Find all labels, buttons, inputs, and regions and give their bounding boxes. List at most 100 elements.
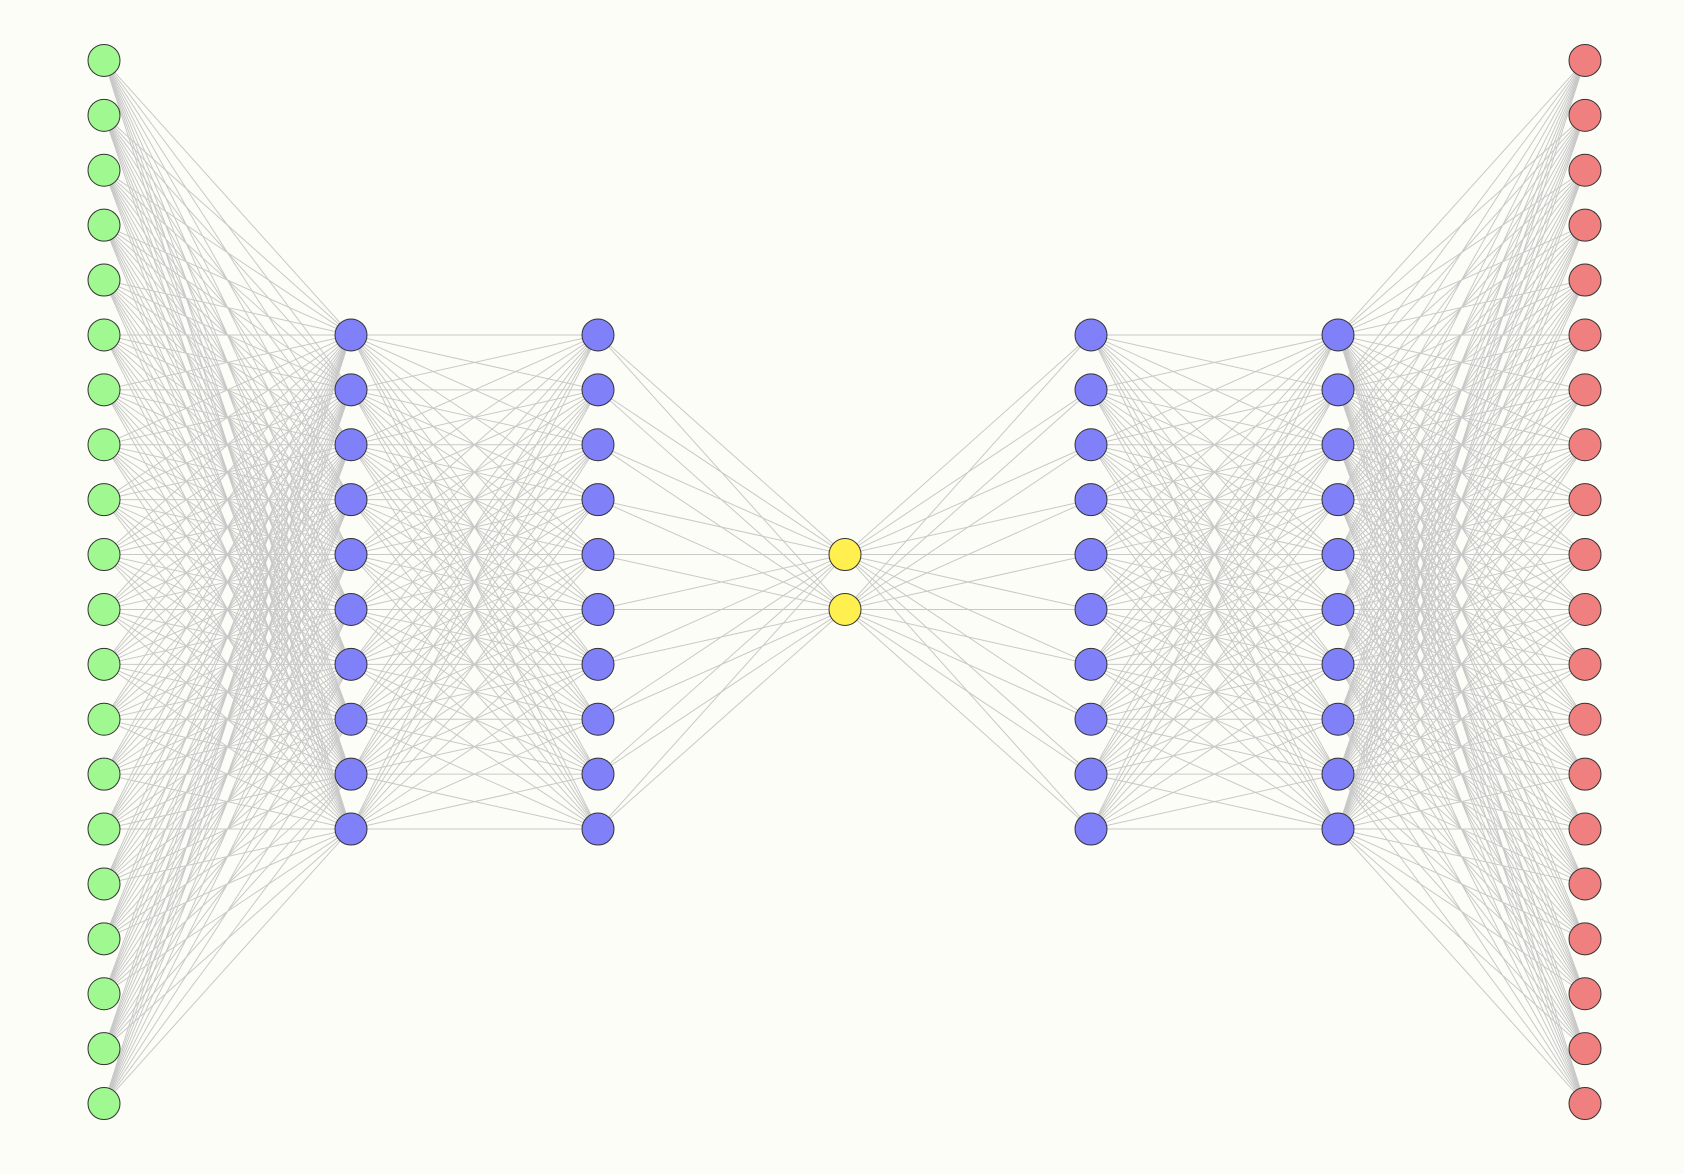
edge-l3-n1-to-l4-n3	[844, 499, 1092, 610]
edge-l3-n1-to-l4-n0	[844, 334, 1092, 610]
edge-l4-n3-to-l5-n0	[1090, 334, 1339, 501]
edge-l0-n19-to-l1-n5	[103, 609, 352, 1104]
edge-l0-n9-to-l1-n0	[103, 334, 352, 555]
hidden-node-layer5-4	[1321, 538, 1355, 572]
edge-l0-n2-to-l1-n0	[103, 169, 352, 336]
hidden-node-layer4-0	[1074, 318, 1108, 352]
edge-l0-n6-to-l1-n0	[103, 334, 352, 391]
edge-l0-n13-to-l1-n0	[103, 334, 352, 775]
edge-l5-n8-to-l6-n0	[1337, 60, 1586, 775]
output-node-layer6-1	[1568, 98, 1602, 132]
edge-l4-n9-to-l5-n4	[1090, 554, 1339, 830]
edge-l3-n1-to-l4-n8	[844, 609, 1092, 775]
edge-l4-n7-to-l5-n0	[1090, 334, 1339, 720]
edge-l4-n9-to-l5-n8	[1090, 773, 1339, 830]
input-node-layer0-1	[87, 98, 121, 132]
input-node-layer0-9	[87, 538, 121, 572]
edge-l0-n19-to-l1-n8	[103, 773, 352, 1104]
edge-l0-n8-to-l1-n0	[103, 334, 352, 501]
edge-l1-n9-to-l2-n2	[350, 444, 599, 830]
input-node-layer0-3	[87, 208, 121, 242]
input-node-layer0-16	[87, 922, 121, 956]
hidden-node-layer1-9	[334, 812, 368, 846]
edge-l3-n1-to-l4-n9	[844, 609, 1092, 830]
latent-node-layer3-0	[828, 538, 862, 572]
hidden-node-layer2-7	[581, 702, 615, 736]
edge-l3-n1-to-l4-n7	[844, 608, 1092, 720]
edge-l5-n9-to-l6-n3	[1337, 224, 1586, 830]
input-node-layer0-17	[87, 977, 121, 1011]
hidden-node-layer4-3	[1074, 483, 1108, 517]
input-node-layer0-2	[87, 153, 121, 187]
edge-l4-n8-to-l5-n0	[1090, 334, 1339, 775]
hidden-node-layer4-6	[1074, 647, 1108, 681]
hidden-node-layer2-1	[581, 373, 615, 407]
hidden-node-layer4-1	[1074, 373, 1108, 407]
edge-l0-n19-to-l1-n9	[103, 828, 352, 1104]
edge-l5-n9-to-l6-n7	[1337, 444, 1586, 830]
edge-l4-n4-to-l5-n0	[1090, 334, 1339, 555]
edge-l1-n9-to-l2-n6	[350, 663, 599, 830]
edge-l4-n9-to-l5-n6	[1090, 663, 1339, 830]
edge-l5-n5-to-l6-n0	[1337, 60, 1586, 610]
hidden-node-layer5-0	[1321, 318, 1355, 352]
input-node-layer0-14	[87, 812, 121, 846]
edge-l5-n9-to-l6-n5	[1337, 334, 1586, 830]
input-node-layer0-13	[87, 757, 121, 791]
edge-l0-n14-to-l1-n0	[103, 334, 352, 830]
hidden-node-layer4-5	[1074, 592, 1108, 626]
output-node-layer6-15	[1568, 867, 1602, 901]
hidden-node-layer5-2	[1321, 428, 1355, 462]
edge-l4-n9-to-l5-n2	[1090, 444, 1339, 830]
output-node-layer6-6	[1568, 373, 1602, 407]
hidden-node-layer2-9	[581, 812, 615, 846]
hidden-node-layer1-1	[334, 373, 368, 407]
neuron-nodes	[87, 43, 1602, 1121]
hidden-node-layer1-6	[334, 647, 368, 681]
edge-l5-n2-to-l6-n0	[1337, 60, 1586, 446]
edge-l0-n19-to-l1-n7	[103, 718, 352, 1104]
edge-l0-n19-to-l1-n6	[103, 664, 352, 1104]
edge-l2-n7-to-l3-n0	[597, 554, 846, 720]
edge-l5-n9-to-l6-n16	[1337, 828, 1586, 940]
edge-l5-n9-to-l6-n13	[1337, 773, 1586, 830]
edge-l4-n9-to-l5-n5	[1090, 609, 1339, 830]
hidden-node-layer1-4	[334, 538, 368, 572]
edge-l3-n0-to-l4-n0	[844, 334, 1092, 555]
hidden-node-layer5-8	[1321, 757, 1355, 791]
output-node-layer6-8	[1568, 483, 1602, 517]
edge-l5-n9-to-l6-n10	[1337, 609, 1586, 830]
edge-l0-n12-to-l1-n0	[103, 334, 352, 720]
edge-l5-n9-to-l6-n0	[1337, 60, 1586, 830]
edge-l1-n9-to-l2-n0	[350, 334, 599, 830]
output-node-layer6-16	[1568, 922, 1602, 956]
hidden-node-layer4-2	[1074, 428, 1108, 462]
edge-l1-n9-to-l2-n1	[350, 389, 599, 830]
hidden-node-layer2-4	[581, 538, 615, 572]
input-node-layer0-8	[87, 483, 121, 517]
output-node-layer6-11	[1568, 647, 1602, 681]
edge-l4-n6-to-l5-n0	[1090, 334, 1339, 665]
edge-l1-n3-to-l2-n0	[350, 334, 599, 501]
edge-l5-n3-to-l6-n0	[1337, 60, 1586, 500]
edge-l3-n1-to-l4-n1	[844, 389, 1092, 610]
output-node-layer6-9	[1568, 538, 1602, 572]
hidden-node-layer5-7	[1321, 702, 1355, 736]
input-node-layer0-5	[87, 318, 121, 352]
edge-l0-n7-to-l1-n0	[103, 334, 352, 446]
hidden-node-layer5-9	[1321, 812, 1355, 846]
output-node-layer6-7	[1568, 428, 1602, 462]
output-node-layer6-0	[1568, 43, 1602, 77]
edge-l5-n9-to-l6-n17	[1337, 828, 1586, 995]
latent-node-layer3-1	[828, 592, 862, 626]
edge-l1-n4-to-l2-n0	[350, 334, 599, 555]
edge-l5-n6-to-l6-n0	[1337, 60, 1586, 665]
hidden-node-layer2-0	[581, 318, 615, 352]
input-node-layer0-6	[87, 373, 121, 407]
hidden-node-layer5-5	[1321, 592, 1355, 626]
edge-l2-n2-to-l3-n0	[597, 444, 846, 556]
connection-edges	[103, 60, 1586, 1104]
input-node-layer0-18	[87, 1032, 121, 1066]
edge-l2-n6-to-l3-n0	[597, 554, 846, 665]
